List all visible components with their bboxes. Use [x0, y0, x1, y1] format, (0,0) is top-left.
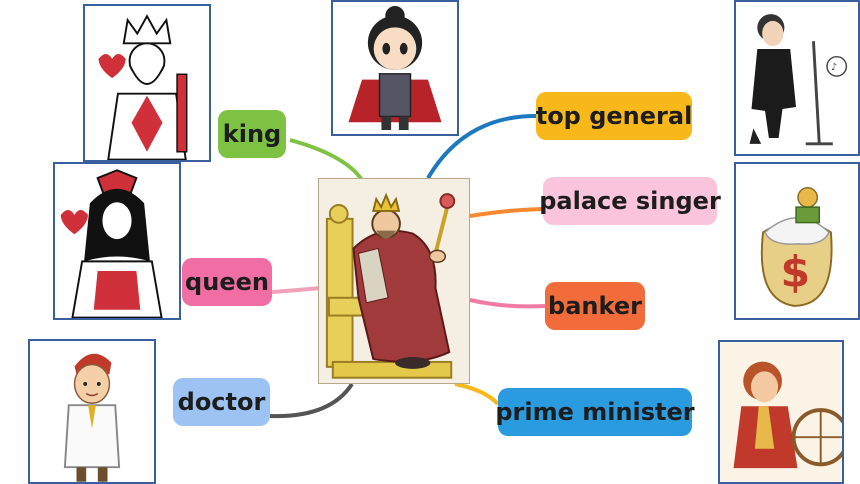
label-king: king: [218, 110, 286, 158]
money-bag-icon: $: [760, 187, 833, 307]
doctor-icon: [63, 353, 121, 482]
link-banker: [469, 298, 546, 309]
king-card-icon: [98, 14, 188, 160]
queen-card-icon: [60, 169, 163, 318]
svg-text:♪: ♪: [831, 62, 837, 73]
center-king-throne-image: [318, 178, 470, 384]
label-prime-minister: prime minister: [495, 388, 695, 436]
link-top-general: [426, 113, 539, 180]
prime-minister-image: [718, 340, 844, 484]
queen-card-image: [53, 162, 181, 320]
palace-singer-image: ♪: [734, 0, 860, 156]
label-palace-singer: palace singer: [539, 177, 721, 225]
label-doctor: doctor: [173, 378, 270, 426]
svg-text:$: $: [781, 248, 811, 298]
king-card-image: [83, 4, 211, 162]
label-banker: banker: [545, 282, 645, 330]
link-queen: [271, 286, 321, 294]
king-throne-icon: [319, 179, 469, 383]
label-queen: queen: [182, 258, 272, 306]
link-prime-minister: [454, 382, 500, 406]
general-icon: [348, 6, 442, 130]
doctor-image: [28, 339, 156, 484]
top-general-image: [331, 0, 459, 136]
label-top-general: top general: [536, 92, 692, 140]
minister-icon: [720, 342, 842, 482]
link-king: [289, 138, 364, 182]
banker-image: $: [734, 162, 860, 320]
singer-icon: ♪: [749, 14, 848, 146]
link-doctor: [269, 382, 354, 419]
link-palace-singer: [469, 207, 544, 218]
